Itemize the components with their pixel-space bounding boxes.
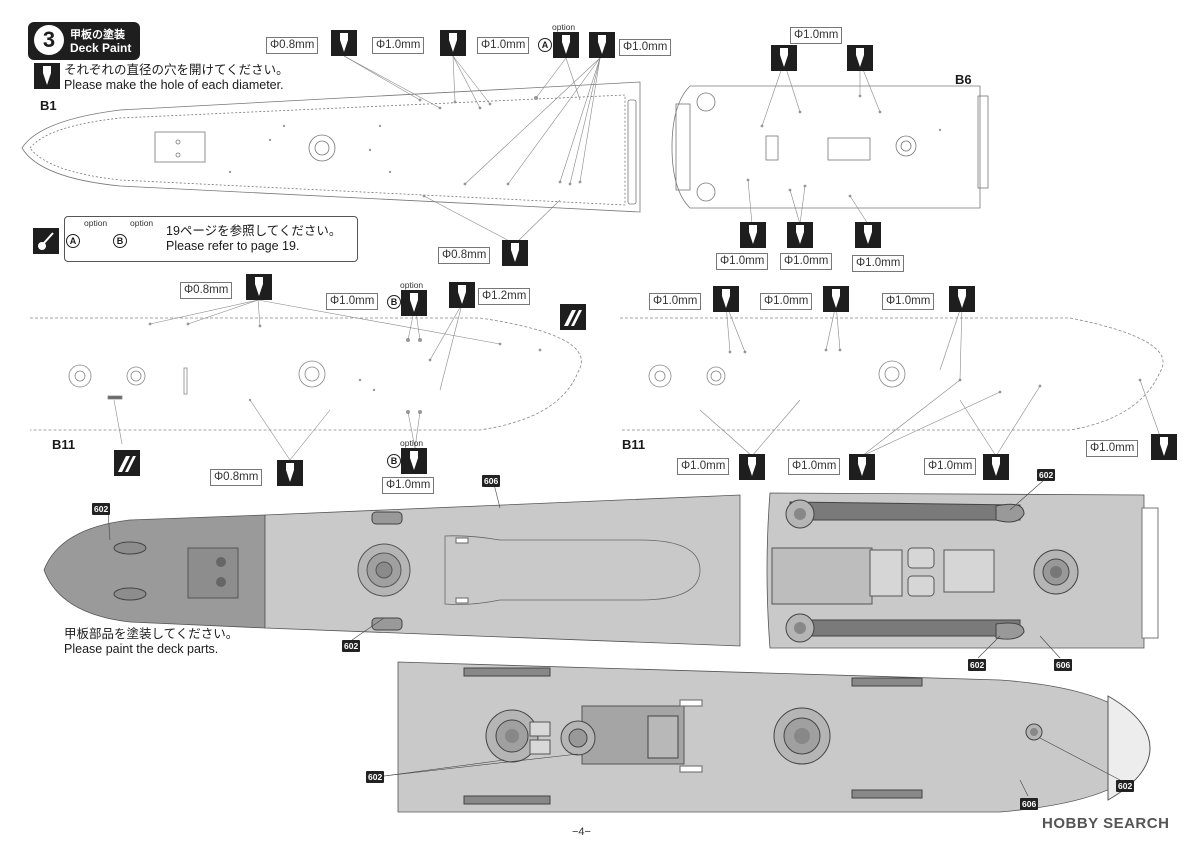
diameter-label: Φ0.8mm <box>210 469 263 486</box>
stripe-decal-icons <box>114 304 586 476</box>
color-code-tag: 606 <box>482 475 501 487</box>
diameter-label: Φ1.0mm <box>716 253 769 270</box>
step-title-en: Deck Paint <box>70 41 132 55</box>
diameter-label: Φ1.0mm <box>1086 440 1139 457</box>
color-code-tag: 602 <box>366 771 385 783</box>
part-label-b6: B6 <box>955 72 972 87</box>
color-leaders <box>107 479 1121 797</box>
option-label: option <box>84 218 108 228</box>
part-label-b1: B1 <box>40 98 57 113</box>
painted-deck-bottom <box>397 661 1151 813</box>
step-number: 3 <box>34 25 64 55</box>
option-a-marker: A <box>66 234 80 248</box>
diameter-label: Φ0.8mm <box>266 37 319 54</box>
drill-instruction-en: Please make the hole of each diameter. <box>64 78 284 92</box>
color-code-tag: 606 <box>1020 798 1039 810</box>
part-label-b11-left: B11 <box>52 437 76 452</box>
color-code-tag: 602 <box>92 503 111 515</box>
painted-deck-right <box>766 492 1159 649</box>
deck-b11-left-outline <box>30 317 582 431</box>
diameter-label: Φ1.0mm <box>477 37 530 54</box>
step-badge: 3 甲板の塗装 Deck Paint <box>28 22 140 60</box>
paint-brush-icon <box>33 228 59 254</box>
diameter-label: Φ1.0mm <box>677 458 730 475</box>
diameter-label: Φ1.0mm <box>852 255 905 272</box>
color-code-tag: 606 <box>1054 659 1073 671</box>
paint-instruction-en: Please paint the deck parts. <box>64 642 219 656</box>
diameter-label: Φ1.0mm <box>780 253 833 270</box>
option-a-marker: A <box>538 38 552 52</box>
refer-instruction-jp: 19ページを参照してください。 <box>166 224 342 238</box>
option-label: option <box>400 280 424 290</box>
painted-deck-left <box>43 494 741 647</box>
option-b-marker: B <box>113 234 127 248</box>
diameter-label: Φ1.2mm <box>478 288 531 305</box>
diameter-label: Φ0.8mm <box>438 247 491 264</box>
diameter-label: Φ1.0mm <box>788 458 841 475</box>
option-label: option <box>552 22 576 32</box>
deck-b11-right-outline <box>620 317 1164 431</box>
option-b-marker: B <box>387 295 401 309</box>
diameter-label: Φ1.0mm <box>372 37 425 54</box>
diameter-label: Φ1.0mm <box>790 27 843 44</box>
color-code-tag: 602 <box>1116 780 1135 792</box>
leader-lines <box>113 55 1161 461</box>
diameter-label: Φ1.0mm <box>882 293 935 310</box>
option-label: option <box>130 218 154 228</box>
part-label-b11-right: B11 <box>622 437 646 452</box>
option-b-marker: B <box>387 454 401 468</box>
color-code-tag: 602 <box>968 659 987 671</box>
diameter-label: Φ1.0mm <box>326 293 379 310</box>
drill-instruction-jp: それぞれの直径の穴を開けてください。 <box>64 63 289 77</box>
diameter-label: Φ0.8mm <box>180 282 233 299</box>
color-code-tag: 602 <box>1037 469 1056 481</box>
watermark: HOBBY SEARCH <box>1042 815 1170 832</box>
diameter-label: Φ1.0mm <box>382 477 435 494</box>
deck-b6-outline <box>671 85 989 209</box>
paint-instruction-jp: 甲板部品を塗装してください。 <box>64 627 239 641</box>
diameter-label: Φ1.0mm <box>649 293 702 310</box>
color-code-tag: 602 <box>342 640 361 652</box>
deck-b1-outline <box>21 81 641 213</box>
diameter-label: Φ1.0mm <box>619 39 672 56</box>
page-number: −4− <box>572 826 591 838</box>
step-title-jp: 甲板の塗装 <box>70 29 125 41</box>
option-label: option <box>400 438 424 448</box>
diameter-label: Φ1.0mm <box>924 458 977 475</box>
diameter-label: Φ1.0mm <box>760 293 813 310</box>
refer-instruction-en: Please refer to page 19. <box>166 239 300 253</box>
